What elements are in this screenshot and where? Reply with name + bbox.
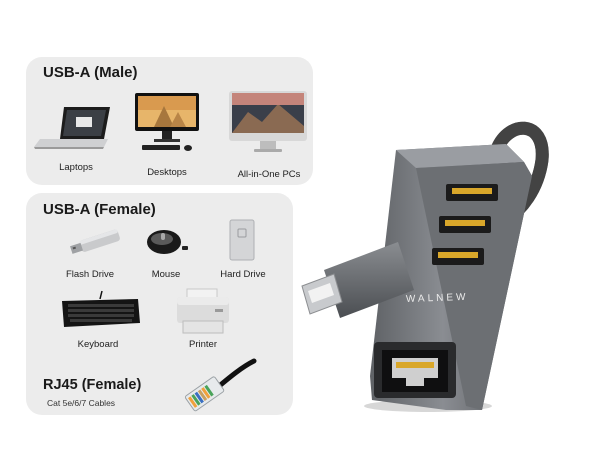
hard-drive-label: Hard Drive [220, 269, 266, 280]
mouse-label: Mouse [151, 269, 181, 280]
usb-male-title: USB-A (Male) [43, 64, 138, 81]
rj45-title: RJ45 (Female) [43, 377, 142, 393]
printer-label: Printer [189, 339, 217, 350]
brand-text: WALNEW [406, 292, 469, 305]
usb-hub-product-image: WALNEW [301, 121, 549, 412]
ethernet-cable-icon [184, 358, 257, 412]
keyboard-label: Keyboard [77, 339, 119, 350]
all-in-one-pc-icon [229, 91, 307, 152]
desktop-icon [135, 93, 199, 151]
flash-drive-icon [70, 229, 120, 254]
printer-icon [177, 288, 229, 334]
flash-drive-label: Flash Drive [65, 269, 115, 280]
desktops-label: Desktops [147, 167, 187, 178]
mouse-icon [147, 230, 188, 254]
keyboard-icon [62, 290, 140, 327]
laptops-label: Laptops [59, 162, 93, 173]
laptop-icon [34, 107, 110, 149]
usb-female-title: USB-A (Female) [43, 201, 156, 218]
usb-male-panel: USB-A (Male) Laptops Desktops All-in-One… [26, 57, 313, 185]
usb-female-panel: USB-A (Female) Flash Drive Mouse Hard Dr… [26, 193, 293, 415]
all-in-one-pcs-label: All-in-One PCs [237, 169, 301, 180]
rj45-subtitle: Cat 5e/6/7 Cables [47, 398, 116, 408]
hard-drive-icon [229, 219, 255, 261]
